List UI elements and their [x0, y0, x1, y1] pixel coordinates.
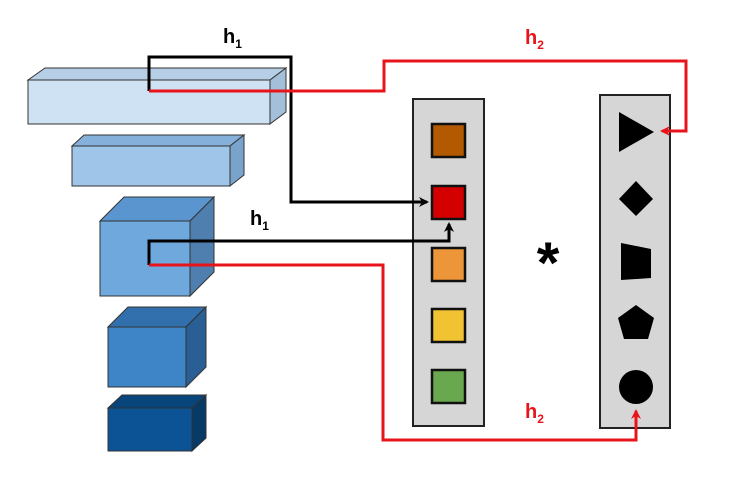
block-1	[26, 67, 288, 125]
swatch-green	[430, 368, 467, 405]
trapezoid-icon	[621, 243, 651, 280]
circle-icon	[619, 370, 653, 404]
convolution-operator: *	[537, 231, 560, 296]
block-4	[106, 305, 208, 389]
label-h1-mid: h1	[250, 208, 269, 233]
svg-text:h1: h1	[223, 26, 242, 51]
svg-text:h1: h1	[250, 208, 269, 233]
svg-text:h2: h2	[525, 401, 544, 426]
h2-top-path	[149, 59, 688, 136]
swatch-orange	[430, 246, 467, 283]
label-h2-top: h2	[525, 27, 544, 52]
h1-mid-path	[147, 222, 454, 265]
swatch-red	[430, 184, 467, 221]
pentagon-icon	[618, 305, 654, 339]
triangle-icon	[619, 112, 654, 152]
block-3	[98, 195, 216, 298]
label-h2-bottom: h2	[525, 401, 544, 426]
block-2	[70, 133, 246, 188]
swatch-brown	[430, 122, 467, 159]
swatch-yellow	[430, 307, 467, 344]
diamond-icon	[619, 181, 653, 216]
h1-top-path	[147, 55, 429, 207]
block-5	[106, 393, 208, 453]
label-h1-top: h1	[223, 26, 242, 51]
h2-bottom-path	[149, 263, 641, 442]
svg-text:h2: h2	[525, 27, 544, 52]
